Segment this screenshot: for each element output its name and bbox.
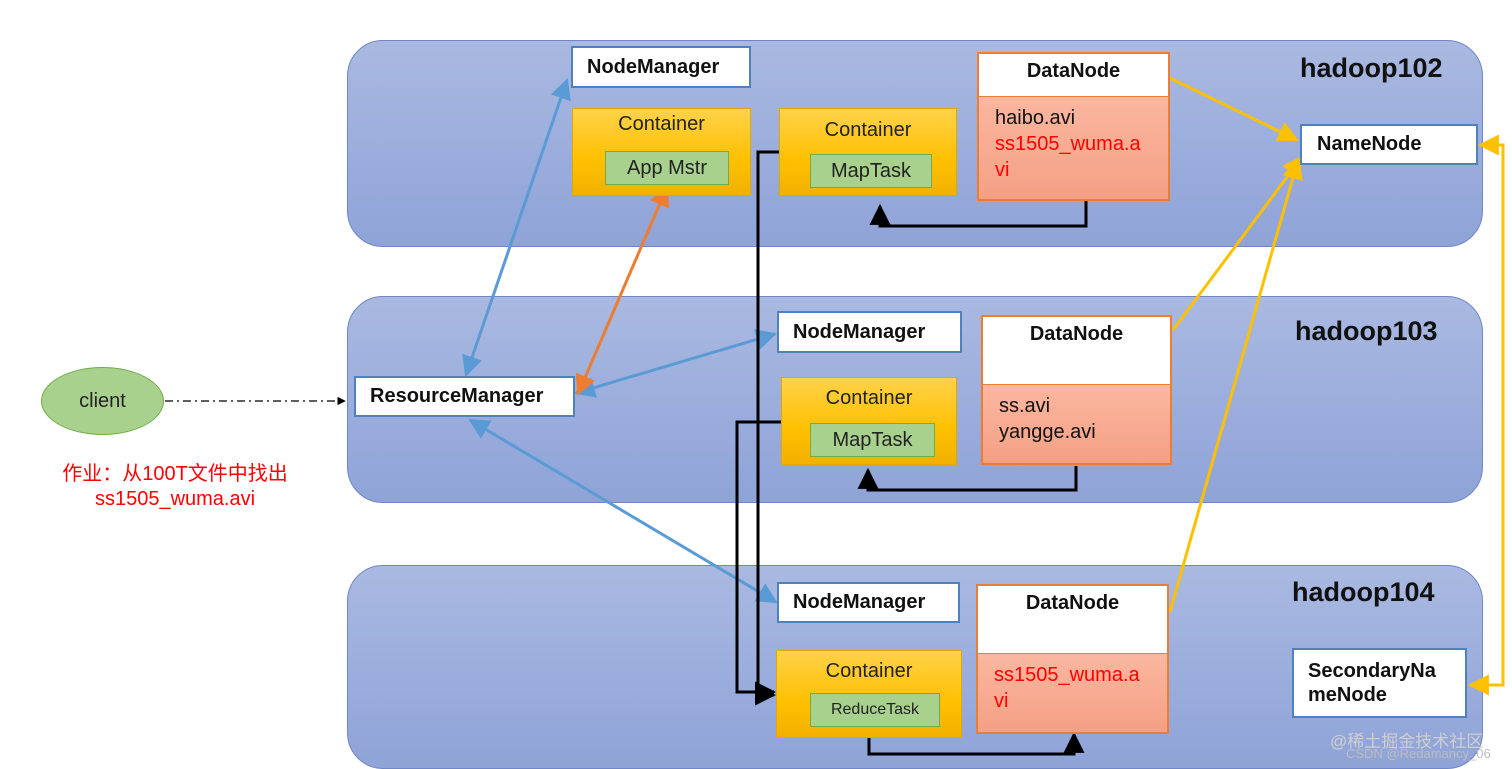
dn103-namenode-arrow [1171, 155, 1304, 331]
file-item-highlight: vi [994, 690, 1009, 712]
rm-nm102-arrow [462, 78, 571, 377]
file-item: haibo.avi [995, 107, 1076, 129]
secondary-name-node-line1: SecondaryNa [1308, 660, 1436, 682]
maptask103-reduce-arrow [735, 420, 781, 703]
datanode-title: DataNode [1029, 323, 1124, 345]
rm-nm104-arrow [468, 418, 778, 604]
host-title-hadoop102: hadoop102 [1300, 53, 1443, 83]
container-label: Container [825, 660, 913, 682]
task-note-line2: ss1505_wuma.avi [94, 488, 256, 510]
name-node: NameNode [1300, 124, 1478, 165]
rm-appmaster-arrow [575, 185, 670, 396]
reducetask-hadoop104: ReduceTask [810, 693, 940, 727]
container-maptask-hadoop102: Container MapTask [779, 108, 957, 196]
namenode-secondary-arrow [1467, 134, 1505, 696]
reduce-dn104-arrow [867, 731, 1085, 756]
watermark-csdn: CSDN @Redamancy_06 [1346, 746, 1491, 761]
maptask-hadoop102: MapTask [810, 154, 932, 188]
task-note-line1: 作业：从100T文件中找出 [62, 463, 288, 485]
container-maptask-hadoop103: Container MapTask [781, 377, 957, 465]
node-manager-hadoop103: NodeManager [777, 311, 962, 353]
datanode-hadoop103: DataNode ss.avi yangge.avi [981, 315, 1172, 465]
host-title-hadoop104: hadoop104 [1292, 577, 1435, 607]
file-item-highlight: ss1505_wuma.a [995, 133, 1141, 155]
container-label: Container [618, 113, 705, 135]
datanode-files: haibo.avi ss1505_wuma.a vi [979, 96, 1168, 199]
watermark-juejin: @稀土掘金技术社区 [1330, 732, 1484, 751]
app-master-task: App Mstr [605, 151, 729, 185]
file-item-highlight: ss1505_wuma.a [994, 664, 1140, 686]
dn102-namenode-arrow [1169, 76, 1299, 142]
datanode-title: DataNode [1026, 60, 1121, 82]
resource-manager: ResourceManager [354, 376, 575, 417]
datanode-hadoop104: DataNode ss1505_wuma.a vi [976, 584, 1169, 734]
container-label: Container [825, 387, 913, 409]
dn103-maptask-arrow [857, 466, 1078, 492]
datanode-title: DataNode [1025, 592, 1120, 614]
host-title-hadoop103: hadoop103 [1295, 316, 1438, 346]
client-label: client [79, 389, 126, 412]
dn104-namenode-arrow [1168, 157, 1303, 613]
node-manager-hadoop104: NodeManager [777, 582, 960, 623]
secondary-name-node-line2: meNode [1308, 684, 1387, 706]
dn102-maptask-arrow [869, 200, 1088, 228]
container-app-master: Container App Mstr [572, 108, 751, 196]
container-reducetask: Container ReduceTask [776, 650, 962, 738]
datanode-files: ss.avi yangge.avi [983, 384, 1170, 463]
client-node: client [41, 367, 164, 435]
file-item: ss.avi [999, 395, 1051, 417]
file-item-highlight: vi [995, 159, 1010, 181]
task-note: 作业：从100T文件中找出 ss1505_wuma.avi [30, 462, 320, 512]
datanode-files: ss1505_wuma.a vi [978, 653, 1167, 732]
file-item: yangge.avi [999, 421, 1096, 443]
rm-nm103-arrow [573, 329, 778, 398]
container-label: Container [824, 119, 912, 141]
datanode-hadoop102: DataNode haibo.avi ss1505_wuma.a vi [977, 52, 1170, 201]
maptask-hadoop103: MapTask [810, 423, 935, 457]
node-manager-hadoop102: NodeManager [571, 46, 751, 88]
secondary-name-node: SecondaryNa meNode [1292, 648, 1467, 718]
